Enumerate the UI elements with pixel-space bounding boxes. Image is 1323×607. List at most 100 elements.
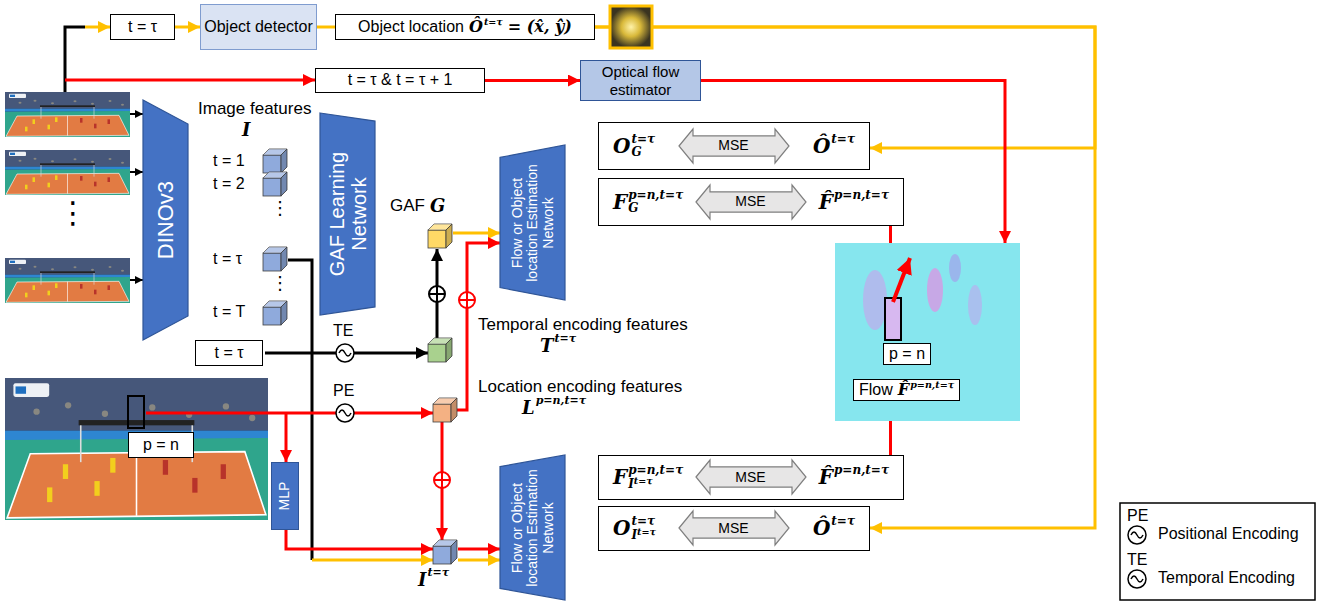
plus-circle [429,286,445,302]
flow-vector [893,258,910,302]
node-text: t = τ [128,18,157,36]
ellipsis: ⋮ [271,274,289,294]
legend-box [1120,503,1315,600]
text-group: t = τ [215,344,244,362]
feature-label: Temporal encoding features [478,316,688,335]
node-text: Object location [358,18,464,36]
wire [453,232,500,235]
subscript-row: It=τ [631,529,656,542]
shape-fill [696,185,806,219]
wire [130,279,143,281]
superscript: t=τ [427,567,449,579]
video-frame [5,378,268,520]
text-group: MSE [735,469,765,485]
subscript-row: G [628,202,683,215]
mlp-block: MLP [271,462,299,530]
text-group: p = n [883,343,931,365]
shape-fill [143,100,188,340]
wave [339,410,351,416]
symbol-label: L [522,398,535,418]
symbol-label: I [418,570,426,590]
symbol-label: T [540,336,553,356]
condition-box: t = τ & t = τ + 1 [315,68,485,93]
encoding-label: TE [333,322,353,340]
script-stack: p=n,t=τIt=τ [628,464,683,490]
process-box: Object detector [200,4,317,50]
ellipsis: ⋮ [58,196,88,229]
node-text: Object detector [204,18,313,35]
encoding-label: PE [333,382,354,400]
wire [285,413,288,462]
node-text: DINOv3 [152,181,177,259]
wire [312,559,433,562]
process-box: Optical flow estimator [580,60,701,101]
text-group: F̂p=n,t=τ [819,191,889,214]
subscript-row: G [631,146,655,159]
node-text: t = τ [215,344,244,362]
video-frame [5,258,130,303]
flow-blob [927,268,943,312]
legend-key: TE [1127,551,1147,569]
feature-cube [263,149,287,173]
plus-circle [434,472,450,488]
temporal-cube [428,338,452,362]
feature-label: Location encoding features [478,378,682,397]
plus-cross [434,472,450,488]
superscript: p=n,t=τ [628,188,683,202]
flow-blob [968,285,982,325]
text-group: Ôt=τ [813,517,855,540]
text-group: FlowF̂p=n,t=τ [853,379,960,401]
text-group: Object locationÔt=τ= (x̂, ŷ) [358,18,572,36]
decoder-trapezoid: Flow or Object location Estimation Netwo… [500,145,565,300]
shape-fill [500,145,565,300]
encoding-circle [336,404,354,422]
mse-arrow: MSE [696,460,806,494]
node-text: t = τ & t = τ + 1 [348,71,453,89]
math-symbol: O [613,517,630,540]
math-symbol: F̂ [819,191,833,214]
encoding-symbol [336,404,354,422]
symbol-label: G [430,196,445,216]
connector [175,26,200,29]
node-text: MSE [735,469,765,485]
legend-symbol [1128,526,1146,544]
shape-fill [679,129,789,163]
math-symbol: F [613,191,627,214]
symbol-label: I [242,120,250,140]
detection-thumbnail [610,6,652,48]
subscript: G [628,201,638,215]
loss-box: Ot=τGÔt=τMSE [598,122,870,170]
wave [1131,532,1143,538]
pixel-patch [128,396,144,428]
superscript: p=n,t=τ [834,464,889,478]
node-text: Flow or Object location Estimation Netwo… [508,164,555,282]
node-text: GAF Learning Network [326,152,370,277]
time-label: t = T [213,303,245,321]
pixel-patch [885,298,901,340]
text-group: Object detector [204,18,313,36]
plus-cross [429,286,445,302]
time-label: t = 2 [213,175,245,193]
math-symbol: F̂ [898,381,909,399]
superscript: p=n,t=τ [834,189,889,203]
mse-arrow: MSE [679,511,789,545]
mse-arrow: MSE [679,129,789,163]
wires [65,27,500,560]
math-symbol: F [613,466,627,489]
connector [595,27,1095,528]
wire [65,27,85,92]
wire [130,113,143,115]
flow-background [835,243,1020,421]
axis-title: Image features [198,100,311,119]
text-group: t = τ [128,18,157,36]
node-text: MSE [718,137,748,153]
wave [339,350,351,356]
node-text: p = n [889,345,925,363]
condition-box: t = τ [110,14,175,40]
image-feature-cube [433,540,457,564]
text-group: Ôt=τ [813,135,855,158]
node-text: MSE [718,520,748,536]
shape-fill [320,113,375,315]
condition-box: t = τ [195,340,263,366]
